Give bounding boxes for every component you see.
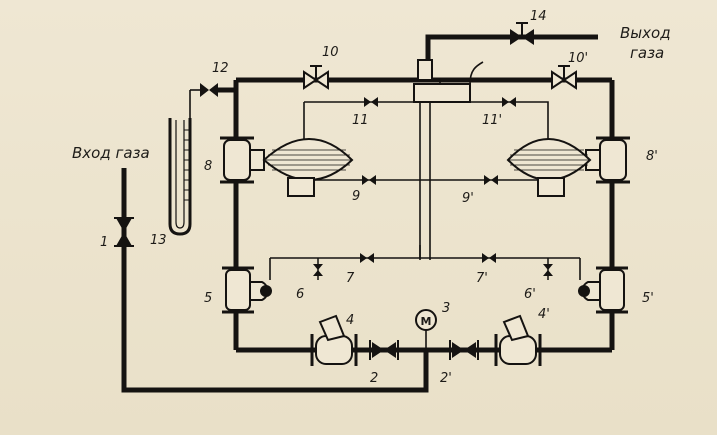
label-9: 9 bbox=[352, 189, 360, 204]
label-5p: 5' bbox=[642, 291, 654, 306]
label-9p: 9' bbox=[462, 191, 474, 206]
valve-7p bbox=[482, 253, 496, 263]
label-5: 5 bbox=[204, 291, 212, 306]
label-4: 4 bbox=[346, 313, 354, 328]
shutoff-valve-5 bbox=[222, 266, 272, 314]
label-7: 7 bbox=[346, 271, 355, 286]
labels: Вход газа Выход газа 1 2 2' 3 4 4' 5 5' … bbox=[72, 9, 671, 386]
valve-14 bbox=[510, 22, 534, 45]
valve-9p bbox=[484, 175, 498, 185]
valves bbox=[114, 22, 577, 360]
label-8: 8 bbox=[204, 159, 212, 174]
central-collector bbox=[413, 83, 471, 103]
gauge-symbol: M bbox=[421, 315, 432, 328]
gas-outlet-label-2: газа bbox=[630, 44, 664, 62]
label-1: 1 bbox=[100, 235, 108, 250]
pressure-gauge-3: M bbox=[415, 309, 437, 331]
filter-4p bbox=[494, 314, 542, 366]
label-3: 3 bbox=[442, 301, 450, 316]
label-10: 10 bbox=[322, 45, 339, 60]
valve-10p bbox=[551, 65, 577, 90]
valve-7 bbox=[360, 253, 374, 263]
label-8p: 8' bbox=[646, 149, 658, 164]
label-11: 11 bbox=[352, 113, 369, 128]
valve-2p bbox=[449, 340, 479, 360]
valve-11p bbox=[502, 97, 516, 107]
u-tube-manometer bbox=[168, 118, 192, 236]
label-13: 13 bbox=[150, 233, 167, 248]
label-2p: 2' bbox=[440, 371, 452, 386]
label-2: 2 bbox=[370, 371, 378, 386]
label-4p: 4' bbox=[538, 307, 550, 322]
inlet-pipe bbox=[121, 168, 429, 393]
gas-inlet-label: Вход газа bbox=[72, 144, 150, 162]
label-11p: 11' bbox=[482, 113, 502, 128]
valve-9 bbox=[362, 175, 376, 185]
label-10p: 10' bbox=[568, 51, 588, 66]
label-12: 12 bbox=[212, 61, 229, 76]
filter-4 bbox=[310, 314, 358, 366]
label-6: 6 bbox=[296, 287, 304, 302]
valve-2 bbox=[369, 340, 399, 360]
valve-1 bbox=[114, 217, 134, 247]
control-lines bbox=[189, 61, 581, 350]
regulator-8p bbox=[506, 136, 630, 197]
valve-10 bbox=[303, 65, 329, 90]
valve-6 bbox=[313, 258, 323, 280]
shutoff-valve-5p bbox=[578, 266, 628, 314]
label-14: 14 bbox=[530, 9, 547, 24]
valve-11 bbox=[364, 97, 378, 107]
outlet-stub bbox=[417, 59, 433, 81]
label-7p: 7' bbox=[476, 271, 488, 286]
label-6p: 6' bbox=[524, 287, 536, 302]
valve-12 bbox=[200, 83, 218, 97]
regulator-8 bbox=[220, 136, 354, 197]
valve-6p bbox=[543, 258, 553, 280]
gas-outlet-label-1: Выход bbox=[620, 24, 671, 42]
